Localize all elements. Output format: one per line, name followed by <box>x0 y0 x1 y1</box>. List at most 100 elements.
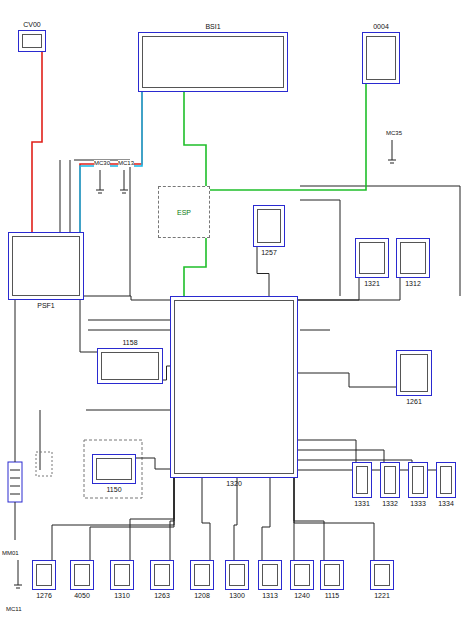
symbol-frame <box>440 466 452 494</box>
symbol-frame <box>114 564 130 586</box>
wire <box>184 238 206 296</box>
component-box: 1240 <box>290 560 314 590</box>
component-box: 1320 <box>170 296 298 478</box>
wire <box>170 478 174 560</box>
wire <box>130 478 174 560</box>
part-number: 1320 <box>226 480 242 488</box>
component-box: 1321 <box>355 238 389 278</box>
symbol-frame <box>174 300 294 474</box>
symbol-frame <box>154 564 170 586</box>
wire <box>298 373 396 387</box>
ground-label: MM01 <box>2 550 19 557</box>
wire <box>202 478 210 560</box>
part-number: 1240 <box>294 592 310 600</box>
symbol-frame <box>96 458 132 480</box>
symbol-frame <box>142 36 284 88</box>
component-box: 1310 <box>110 560 134 590</box>
symbol-frame <box>412 466 424 494</box>
component-box: 1332 <box>380 462 400 498</box>
component-box: 0004 <box>362 32 400 84</box>
part-number: 1321 <box>364 280 380 288</box>
part-number: 1158 <box>122 339 137 347</box>
symbol-frame <box>101 352 159 380</box>
symbol-frame <box>400 242 426 274</box>
symbol-frame <box>374 564 390 586</box>
part-number: 1333 <box>410 500 426 508</box>
part-number: 4050 <box>74 592 90 600</box>
symbol-frame <box>294 564 310 586</box>
symbol-frame <box>356 466 368 494</box>
wire <box>32 52 42 232</box>
part-number: 1300 <box>229 592 245 600</box>
part-number: 1263 <box>154 592 170 600</box>
wire <box>84 296 170 300</box>
wire <box>80 92 142 232</box>
part-number: 1221 <box>374 592 390 600</box>
wire <box>80 300 97 352</box>
component-box: BSI1 <box>138 32 288 92</box>
part-number: 1312 <box>405 280 421 288</box>
component-box: 1261 <box>396 350 432 396</box>
symbol-frame <box>74 564 90 586</box>
component-box: 1333 <box>408 462 428 498</box>
part-number: 1331 <box>354 500 370 508</box>
component-box: 1263 <box>150 560 174 590</box>
wire <box>80 92 142 232</box>
component-box: 1334 <box>436 462 456 498</box>
symbol-frame <box>194 564 210 586</box>
symbol-frame <box>12 236 80 296</box>
symbol-frame <box>359 242 385 274</box>
component-box: CV00 <box>18 30 46 52</box>
part-number: 1276 <box>36 592 52 600</box>
wire <box>262 478 270 560</box>
symbol-frame <box>366 36 396 80</box>
part-number: 1310 <box>114 592 130 600</box>
component-box: 1150 <box>92 454 136 484</box>
part-number: 1115 <box>325 592 340 600</box>
symbol-frame <box>262 564 278 586</box>
symbol-frame <box>229 564 245 586</box>
ground-label: MC35 <box>386 130 402 137</box>
component-box: 1331 <box>352 462 372 498</box>
wire <box>234 478 237 560</box>
wire <box>294 478 324 560</box>
part-number: 1332 <box>382 500 398 508</box>
symbol-frame <box>22 34 42 48</box>
wire <box>184 92 206 186</box>
part-number: CV00 <box>23 21 41 29</box>
part-number: 1208 <box>194 592 210 600</box>
ground-label: MC13 <box>118 160 134 167</box>
ground-label: MC30 <box>94 160 110 167</box>
wire <box>163 366 170 380</box>
part-number: 1313 <box>262 592 278 600</box>
part-number: 0004 <box>373 23 389 31</box>
component-box: 1257 <box>253 205 285 247</box>
wire <box>52 478 174 560</box>
component-box: PSF1 <box>8 232 84 300</box>
part-number: BSI1 <box>205 23 220 31</box>
part-number: 1150 <box>106 486 121 494</box>
wire <box>298 278 400 300</box>
part-number: 1261 <box>406 398 422 406</box>
component-box: 1158 <box>97 348 163 384</box>
wire <box>298 278 359 300</box>
component-box: 1115 <box>320 560 344 590</box>
symbol-frame <box>384 466 396 494</box>
wire <box>90 478 174 560</box>
symbol-frame <box>324 564 340 586</box>
component-box: 1300 <box>225 560 249 590</box>
part-number: ESP <box>177 209 191 217</box>
component-box: 1276 <box>32 560 56 590</box>
part-number: 1334 <box>438 500 454 508</box>
wire <box>136 458 170 469</box>
part-number: PSF1 <box>37 302 55 310</box>
symbol-frame <box>36 564 52 586</box>
component-box: 1221 <box>370 560 394 590</box>
ground-label: MC11 <box>6 606 22 613</box>
symbol-frame <box>257 209 281 243</box>
component-box: 1313 <box>258 560 282 590</box>
component-box: ESP <box>158 186 210 238</box>
wire <box>298 440 356 462</box>
symbol-frame <box>400 354 428 392</box>
component-box: 1208 <box>190 560 214 590</box>
